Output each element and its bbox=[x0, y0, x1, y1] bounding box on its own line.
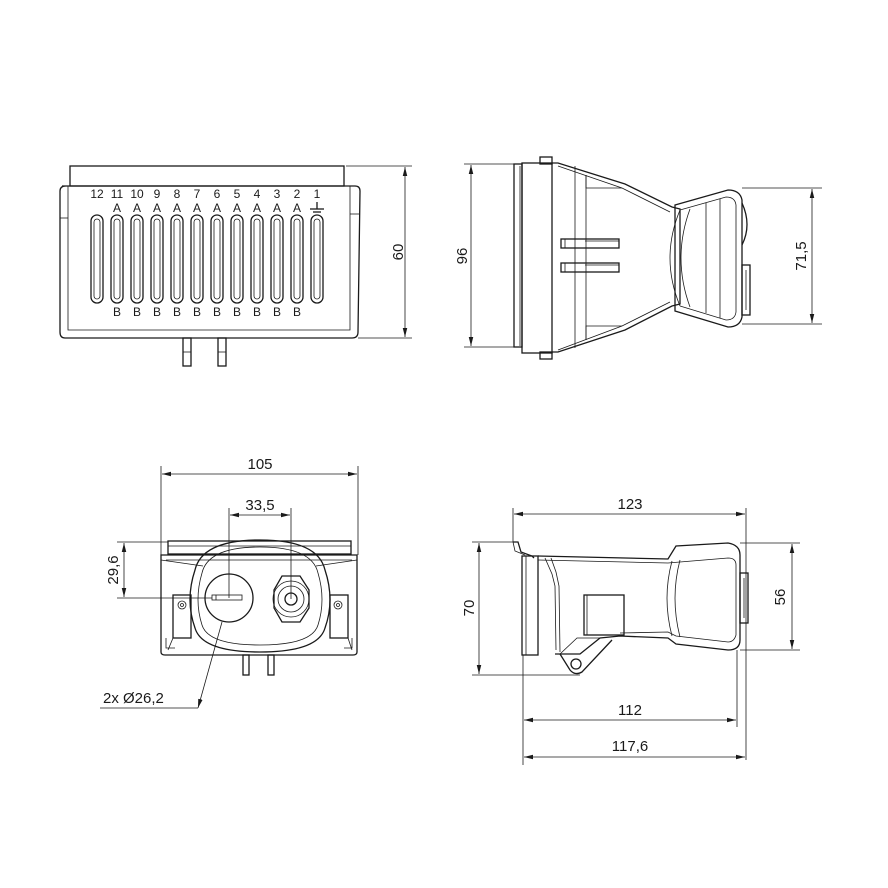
dimension-diameter-leader: 2x Ø26,2 bbox=[100, 621, 223, 709]
pin-number: 2 bbox=[294, 187, 301, 201]
contact-slot bbox=[290, 214, 304, 304]
pin-number: 11 bbox=[111, 187, 124, 201]
dimension-label: 56 bbox=[772, 589, 789, 606]
dimension-70: 70 bbox=[461, 541, 580, 676]
dimension-label: 123 bbox=[617, 496, 642, 513]
dimension-56: 56 bbox=[740, 542, 800, 651]
contact-label-b: B bbox=[133, 305, 141, 319]
pin-number: 12 bbox=[90, 187, 104, 201]
dimension-label: 105 bbox=[247, 456, 272, 473]
contact-slot bbox=[110, 214, 124, 304]
dimension-29-6: 29,6 bbox=[105, 541, 212, 599]
dimension-71-5: 71,5 bbox=[742, 187, 822, 325]
dimension-label: 96 bbox=[454, 248, 471, 265]
pin-number: 6 bbox=[214, 187, 221, 201]
pin-number: 1 bbox=[314, 187, 321, 201]
contact-label-a: A bbox=[153, 201, 161, 215]
pin-number: 3 bbox=[274, 187, 281, 201]
contact-slot bbox=[230, 214, 244, 304]
contact-label-a: A bbox=[273, 201, 281, 215]
pin-number: 9 bbox=[154, 187, 161, 201]
dimension-label: 2x Ø26,2 bbox=[103, 690, 164, 707]
dimension-label: 29,6 bbox=[105, 555, 122, 584]
contact-label-b: B bbox=[233, 305, 241, 319]
dimension-label: 70 bbox=[461, 600, 478, 617]
contact-slot bbox=[270, 214, 284, 304]
pin-numbers: 12 11 10 9 8 7 6 5 4 3 2 1 bbox=[90, 187, 320, 201]
bottom-pins bbox=[182, 337, 227, 367]
contact-slot bbox=[150, 214, 164, 304]
dimension-label: 117,6 bbox=[612, 738, 648, 755]
contact-slot bbox=[130, 214, 144, 304]
pin-number: 5 bbox=[234, 187, 241, 201]
contact-label-b: B bbox=[293, 305, 301, 319]
contact-label-a: A bbox=[173, 201, 181, 215]
front-view-bottom: 105 33,5 29,6 2x Ø26,2 bbox=[100, 456, 359, 709]
contact-label-b: B bbox=[153, 305, 161, 319]
contact-label-a: A bbox=[253, 201, 261, 215]
side-view-bottom: 123 70 56 112 117,6 bbox=[461, 496, 800, 765]
dimension-33-5: 33,5 bbox=[228, 497, 292, 599]
contact-label-a: A bbox=[233, 201, 241, 215]
dimension-label: 71,5 bbox=[793, 241, 810, 270]
pin-number: 4 bbox=[254, 187, 261, 201]
contact-label-b: B bbox=[113, 305, 121, 319]
dimension-117-6: 117,6 bbox=[524, 738, 745, 760]
contact-label-b: B bbox=[193, 305, 201, 319]
dimension-label: 33,5 bbox=[245, 497, 274, 514]
dimension-96: 96 bbox=[454, 163, 514, 348]
contact-label-a: A bbox=[213, 201, 221, 215]
contact-b-labels: B B B B B B B B B B bbox=[113, 305, 301, 319]
contact-slot bbox=[310, 214, 324, 304]
contact-slot bbox=[250, 214, 264, 304]
contact-label-b: B bbox=[213, 305, 221, 319]
pin-number: 10 bbox=[130, 187, 144, 201]
contact-slot bbox=[90, 214, 104, 304]
pin-number: 8 bbox=[174, 187, 181, 201]
dimension-label: 112 bbox=[618, 702, 642, 719]
contact-slot bbox=[210, 214, 224, 304]
side-view-top: 96 71,5 bbox=[454, 156, 822, 360]
pin-number: 7 bbox=[194, 187, 201, 201]
dimension-123: 123 bbox=[512, 496, 747, 760]
dimension-105: 105 bbox=[160, 456, 359, 555]
contact-label-a: A bbox=[113, 201, 121, 215]
dimension-60: 60 bbox=[346, 165, 412, 339]
contact-slot bbox=[170, 214, 184, 304]
front-view: 12 11 10 9 8 7 6 5 4 3 2 1 A A A A A A A… bbox=[59, 165, 412, 367]
contact-slots bbox=[90, 214, 324, 304]
contact-label-a: A bbox=[133, 201, 141, 215]
contact-label-a: A bbox=[193, 201, 201, 215]
contact-slot bbox=[190, 214, 204, 304]
contact-a-labels: A A A A A A A A A A bbox=[113, 201, 301, 215]
ground-symbol-icon bbox=[310, 202, 324, 213]
dimension-label: 60 bbox=[390, 244, 407, 261]
contact-label-b: B bbox=[253, 305, 261, 319]
dimension-112: 112 bbox=[522, 650, 738, 765]
contact-label-b: B bbox=[173, 305, 181, 319]
contact-label-a: A bbox=[293, 201, 301, 215]
contact-label-b: B bbox=[273, 305, 281, 319]
